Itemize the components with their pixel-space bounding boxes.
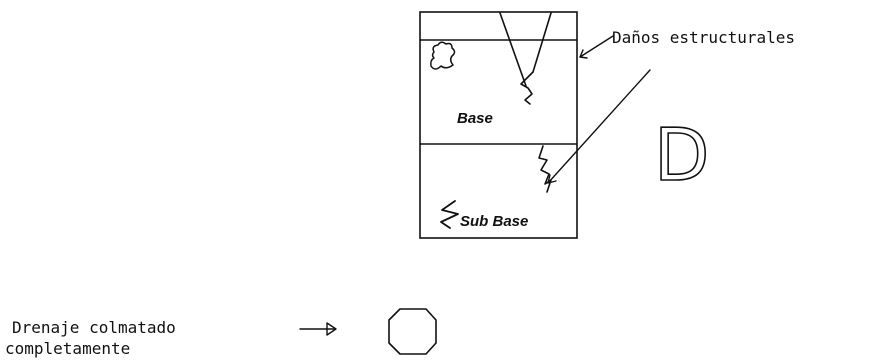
drainage-arrow [299,322,337,336]
label-base: Base [457,110,493,127]
crack-zigzag-lower [538,145,552,193]
octagon-symbol [388,308,437,355]
section-outline [419,11,578,239]
crack-zigzag-upper [520,71,534,105]
damage-arrow-lower [547,69,651,184]
label-drainage-line1: Drenaje colmatado [12,318,176,337]
big-letter-d: D [654,113,709,197]
surface-crack-v [499,12,552,105]
label-subbase: Sub Base [460,213,528,230]
pavement-cross-section [419,11,578,239]
base-blob [430,41,456,70]
label-structural-damage: Daños estructurales [612,28,795,47]
label-drainage-line2: completamente [5,339,130,358]
damage-arrow-upper [579,35,614,59]
subbase-squiggle [440,200,459,229]
